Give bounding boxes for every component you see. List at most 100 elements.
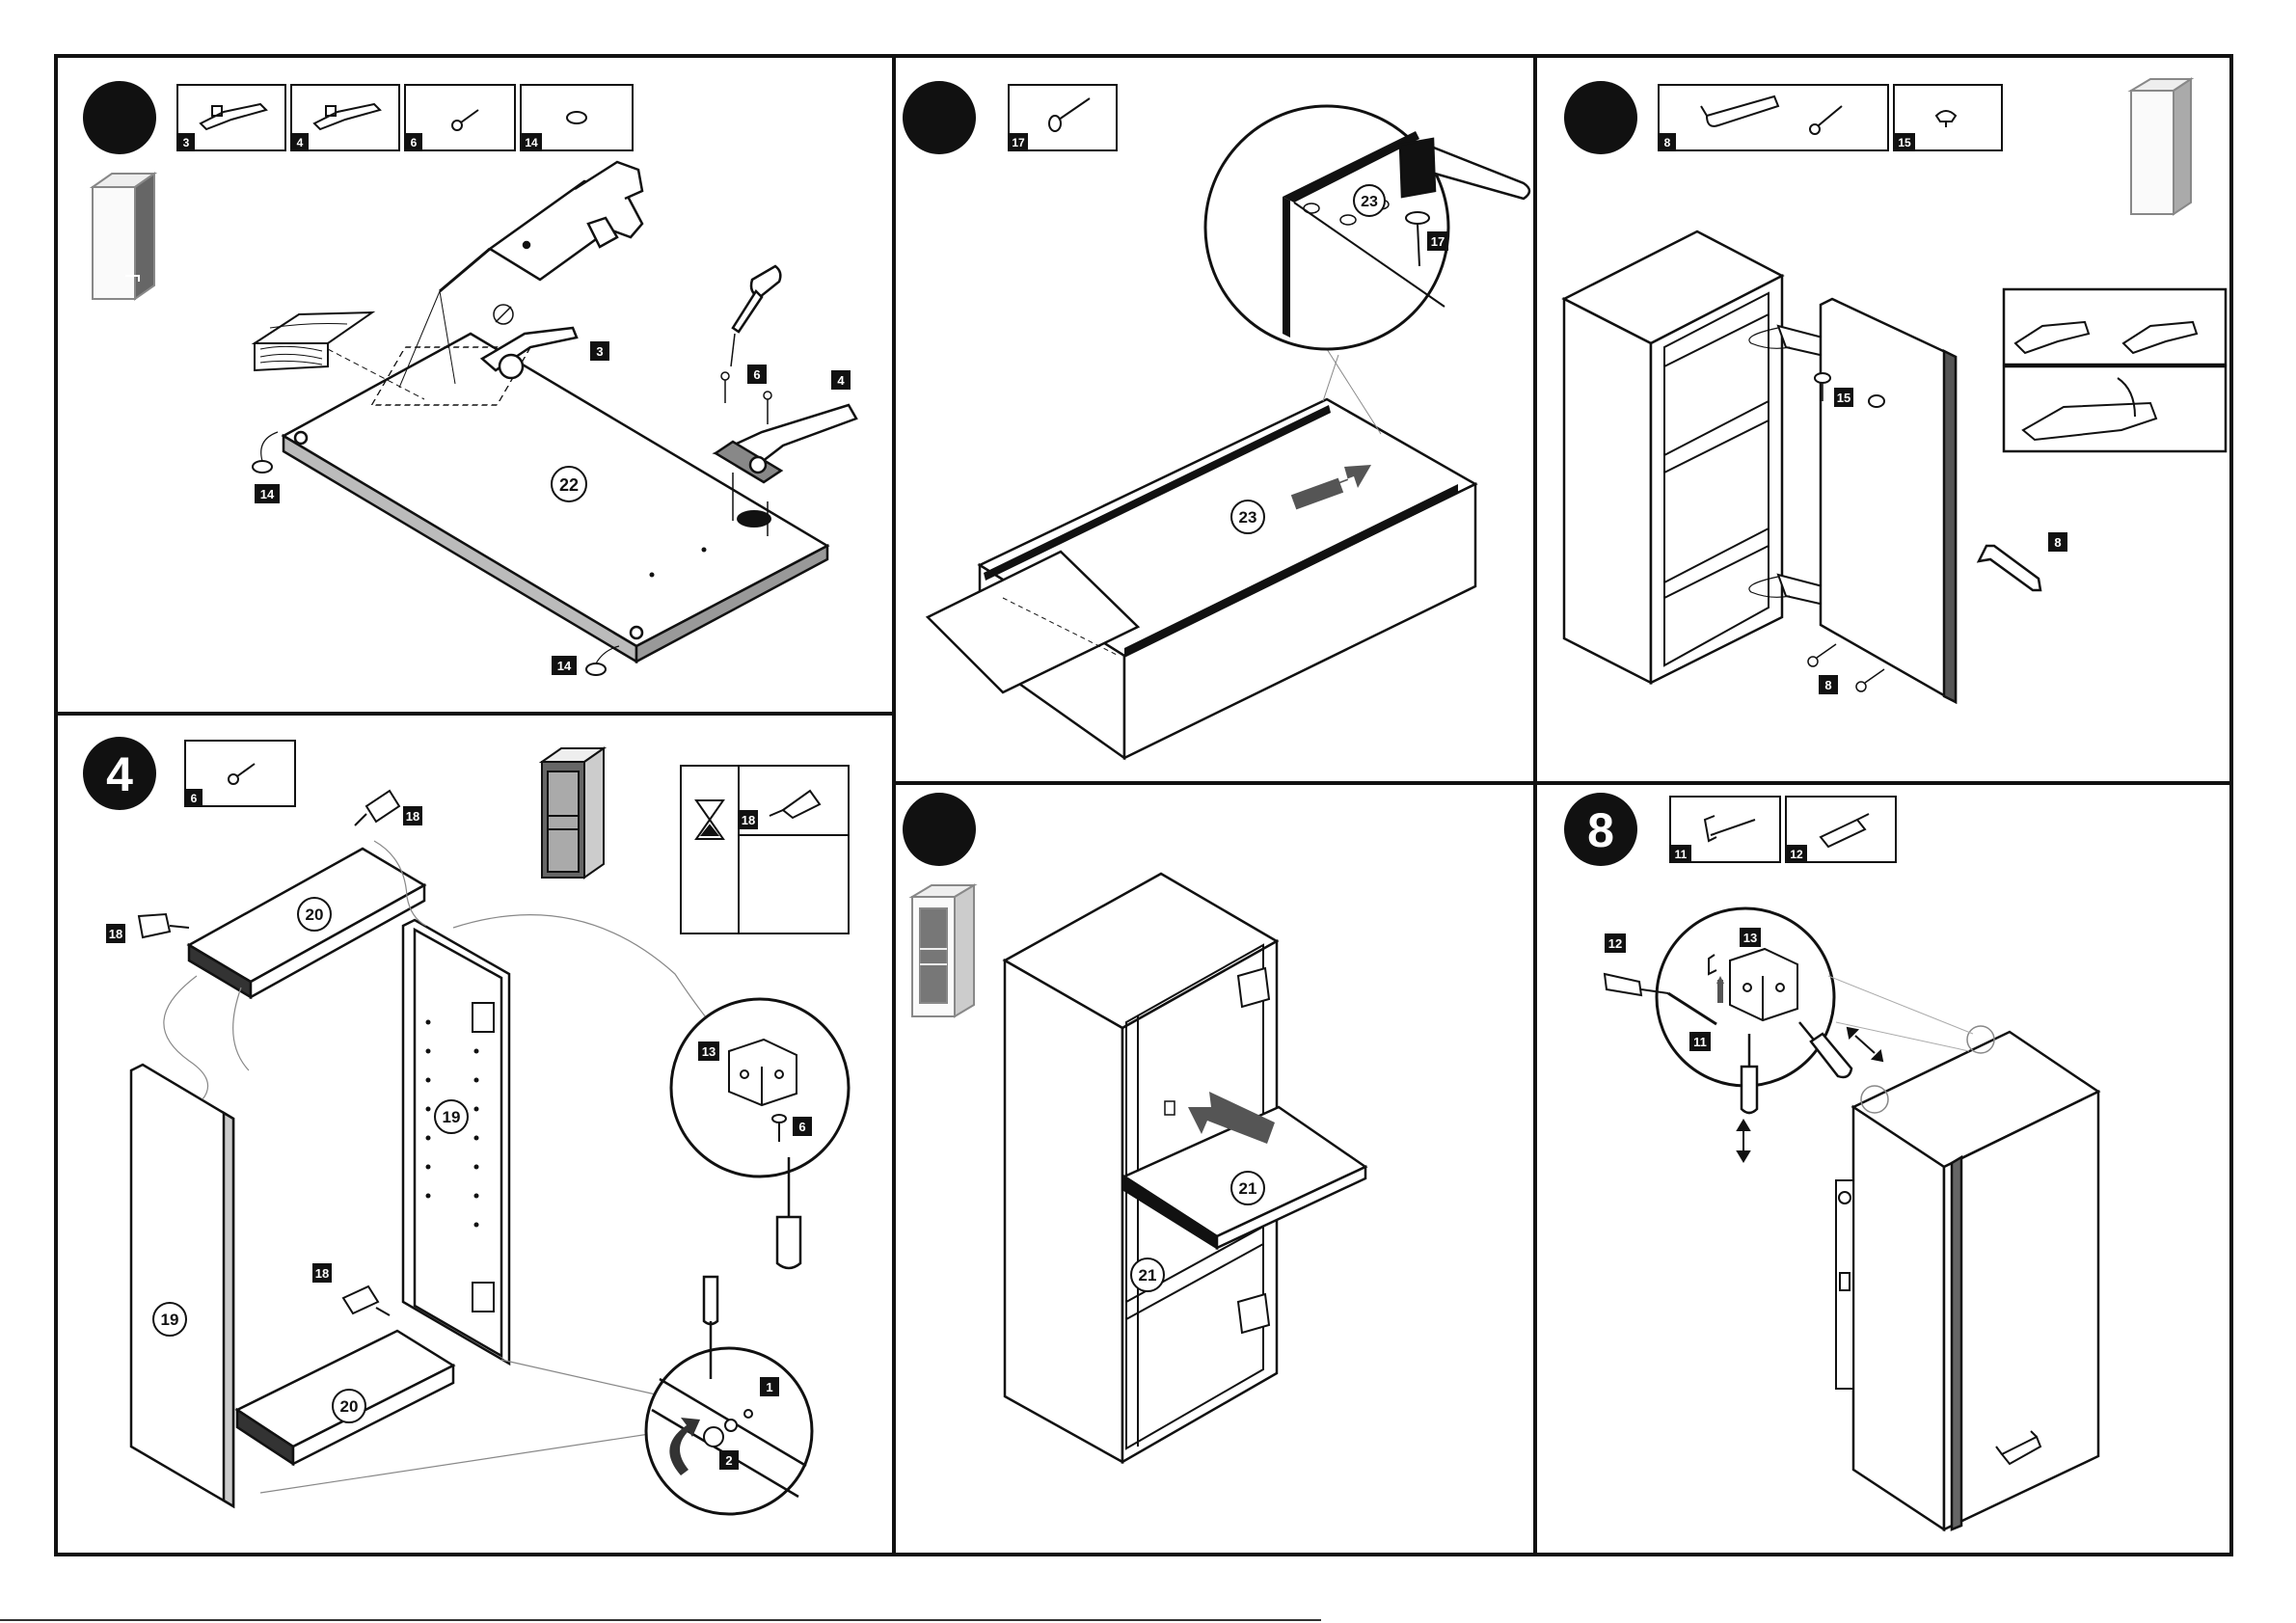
part-circle-label: 19	[161, 1311, 179, 1329]
detail-magnifier: 13 11	[1657, 908, 1834, 1086]
screw-icon	[721, 372, 729, 403]
step-number: 8	[1587, 803, 1614, 857]
part-circle-label: 23	[1239, 508, 1257, 527]
part-circle-label: 22	[559, 475, 579, 495]
callout-label: 6	[798, 1120, 805, 1134]
glue-bottle-icon	[343, 1286, 390, 1315]
hammer-icon	[1400, 139, 1529, 199]
parts-box: 8	[1659, 85, 1888, 150]
part-circle-label: 21	[1139, 1266, 1157, 1285]
callout-label: 8	[1824, 678, 1831, 692]
part-number: 11	[1675, 848, 1688, 861]
callout-label: 18	[315, 1266, 329, 1281]
part-number: 4	[297, 136, 304, 149]
part-circle-label: 23	[1361, 194, 1378, 210]
cabinet-thumbnail	[912, 885, 974, 1016]
glue-bottle-icon	[355, 791, 399, 825]
step-badge	[903, 793, 976, 866]
screw-icon	[1856, 669, 1884, 691]
callout-label: 18	[109, 927, 122, 941]
callout-label: 6	[753, 367, 760, 382]
cabinet-thumbnail	[93, 174, 154, 299]
part-number: 17	[1012, 136, 1025, 149]
callout-label: 14	[557, 659, 572, 673]
wood-sample	[255, 312, 372, 370]
side-panel	[131, 1065, 233, 1506]
parts-box: 17	[1009, 85, 1117, 150]
handle-icon	[1979, 546, 2040, 590]
glue-bottle-icon	[139, 914, 189, 937]
double-arrow-icon	[1738, 1121, 1749, 1161]
felt-pad-icon	[567, 112, 586, 123]
hinge-icon	[716, 405, 856, 482]
detail-magnifier: 1 2	[646, 1348, 812, 1514]
callout-label: 3	[596, 344, 603, 359]
parts-box: 4	[291, 85, 399, 150]
hinge-detail-box	[2004, 366, 2226, 451]
part-number: 14	[525, 136, 538, 149]
part-number: 15	[1898, 136, 1911, 149]
callout-label: 12	[1608, 936, 1622, 951]
cabinet-body	[1564, 231, 1782, 683]
callout-label: 8	[2054, 535, 2061, 550]
glue-time-box	[681, 766, 849, 933]
wall-plug-icon	[1605, 974, 1641, 995]
felt-pad-icon	[253, 461, 272, 473]
part-circle-label: 19	[443, 1108, 461, 1126]
panel-4-carcass-assembly: 4 6 18	[83, 737, 849, 1514]
screw-icon	[1808, 644, 1836, 666]
connector-icon	[729, 1040, 797, 1105]
parts-box: 15	[1894, 85, 2002, 150]
wall-rail	[1836, 1180, 1853, 1389]
parts-box: 3	[177, 85, 285, 150]
part-circle-label: 20	[306, 906, 324, 924]
step-badge	[83, 81, 156, 154]
part-circle-label: 21	[1239, 1179, 1257, 1198]
callout-label: 13	[1743, 931, 1757, 945]
part-circle-label: 20	[340, 1397, 359, 1416]
panel-8-wall-mounting: 8 11 12 13 11	[1564, 793, 2098, 1529]
callout-label: 15	[1837, 391, 1850, 405]
drill-icon	[440, 162, 642, 291]
part-number: 3	[183, 136, 190, 149]
double-arrow-icon	[1848, 1028, 1882, 1061]
detail-magnifier: 13 6	[671, 999, 849, 1177]
panel-1-hinge-drilling: 3 4 6 14	[83, 81, 856, 675]
callout-label: 14	[260, 487, 275, 501]
parts-box: 6	[405, 85, 515, 150]
panel-3-door-and-handle: 8 15	[1564, 79, 2226, 702]
nail-icon	[1406, 212, 1429, 224]
part-number: 6	[411, 136, 418, 149]
detail-magnifier: 23 17	[1205, 106, 1529, 349]
callout-label: 11	[1693, 1035, 1707, 1049]
parts-box: 12	[1786, 797, 1896, 862]
cabinet-body	[1853, 1032, 2098, 1529]
door-panel	[1821, 299, 1956, 702]
callout-label: 17	[1431, 234, 1445, 249]
step-badge	[1564, 81, 1637, 154]
callout-label: 18	[406, 809, 419, 824]
cabinet-thumbnail	[2131, 79, 2191, 214]
step-badge	[903, 81, 976, 154]
parts-box: 14	[521, 85, 633, 150]
screwdriver-icon	[733, 266, 780, 332]
callout-label: 2	[725, 1453, 732, 1468]
knob-icon	[1869, 395, 1884, 407]
cabinet-thumbnail	[542, 748, 604, 878]
callout-label: 18	[742, 813, 755, 827]
connector-icon	[1730, 949, 1797, 1020]
callout-label: 13	[702, 1044, 716, 1059]
hinge-detail-box	[2004, 289, 2226, 365]
part-number: 12	[1790, 848, 1803, 861]
part-number: 6	[191, 792, 198, 805]
parts-box: 6	[185, 741, 295, 806]
felt-pad-icon	[586, 663, 606, 675]
callout-label: 1	[766, 1380, 772, 1394]
panel-5-shelf-insertion: 21 21	[903, 793, 1365, 1462]
part-number: 8	[1664, 136, 1671, 149]
door-panel	[284, 334, 827, 662]
panel-2-back-panel: 17 23 23	[903, 81, 1529, 758]
drill-hole	[737, 510, 771, 527]
step-number: 4	[106, 747, 133, 801]
